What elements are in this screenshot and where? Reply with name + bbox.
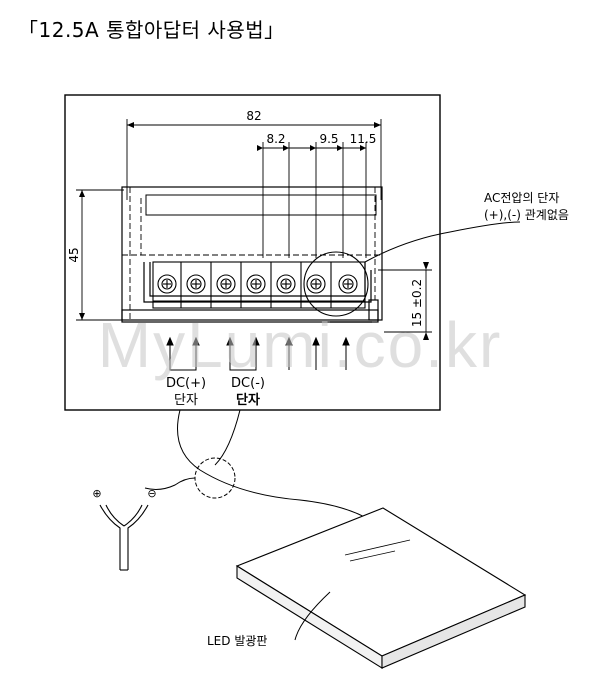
dim-height: 45: [67, 247, 81, 262]
dim-8-2: 8.2: [266, 132, 285, 146]
ac-terminal-note-line2: (+),(-) 관계없음: [484, 208, 569, 222]
minus-symbol: ⊖: [147, 487, 156, 500]
plus-symbol: ⊕: [92, 487, 101, 500]
screw-icon: [246, 274, 266, 294]
adapter-body: [121, 186, 383, 323]
page-title: 「12.5A 통합아답터 사용법」: [18, 18, 285, 42]
led-panel-label: LED 발광판: [207, 634, 267, 648]
dim-9-5: 9.5: [319, 132, 338, 146]
dc-minus-terminal-label: 단자: [236, 392, 260, 408]
cable-junction-highlight: [194, 457, 236, 499]
dimension-lines: [76, 119, 432, 333]
screw-icon: [338, 274, 358, 294]
screw-icon: [186, 274, 206, 294]
screw-icon: [216, 274, 236, 294]
screw-icon: [306, 274, 326, 294]
led-leader-line: [294, 591, 331, 641]
dimension-arrows: [79, 122, 429, 340]
dim-11-5: 11.5: [350, 132, 377, 146]
dim-overall-width: 82: [246, 109, 261, 123]
screw-icon: [157, 274, 177, 294]
panel-reflection: [344, 539, 411, 562]
dc-plus-terminal-label: 단자: [174, 393, 198, 408]
screw-icon: [276, 274, 296, 294]
terminal-screws: [157, 274, 358, 294]
ac-terminal-highlight: [303, 251, 369, 317]
dc-label-brackets: [169, 362, 257, 371]
forked-wire: [99, 504, 149, 571]
watermark: MyLumi.co.kr: [98, 309, 503, 381]
terminal-block: [152, 261, 366, 309]
dim-terminal-height: 15 ±0.2: [410, 279, 424, 327]
drawing-frame: [64, 94, 441, 411]
ac-leader-line: [364, 221, 521, 263]
ac-terminal-note-line1: AC전압의 단자: [484, 191, 559, 205]
cable-lines: [144, 409, 371, 521]
dc-minus-label: DC(-): [231, 376, 265, 391]
dc-plus-label: DC(+): [166, 376, 206, 391]
led-panel: [235, 507, 527, 669]
